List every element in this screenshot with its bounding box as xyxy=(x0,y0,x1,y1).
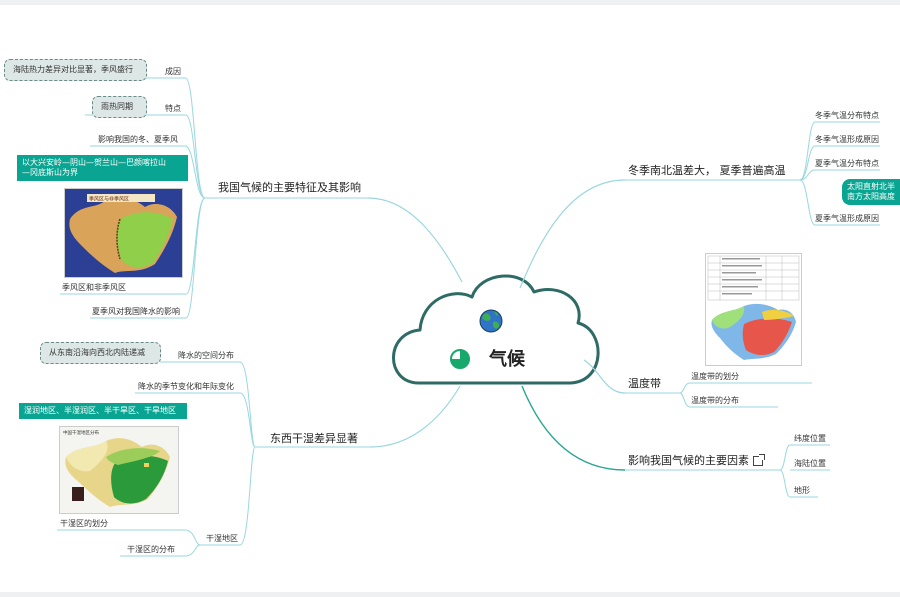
node-cause[interactable]: 成因 xyxy=(165,67,181,76)
note-boundary-line2: —冈底斯山为界 xyxy=(22,168,78,177)
monsoon-map-image[interactable]: 季风区与非季风区 xyxy=(64,188,183,278)
temperature-zone-image[interactable] xyxy=(705,253,802,366)
note-precip-spatial[interactable]: 从东南沿海向西北内陆递减 xyxy=(40,342,161,364)
node-climate-factors-label: 影响我国气候的主要因素 xyxy=(628,454,749,467)
pie-icon xyxy=(450,349,470,369)
node-summer-monsoon-rain[interactable]: 夏季风对我国降水的影响 xyxy=(92,307,180,316)
monsoon-map-title: 季风区与非季风区 xyxy=(89,196,129,203)
temperature-zone-graphic xyxy=(706,254,801,365)
node-temperature-zones[interactable]: 温度带 xyxy=(628,377,661,390)
note-sun-line1: 太阳直射北半 xyxy=(847,182,895,191)
node-precip-spatial[interactable]: 降水的空间分布 xyxy=(178,351,234,360)
node-temperature-features[interactable]: 冬季南北温差大， 夏季普遍高温 xyxy=(628,164,786,177)
node-dry-wet-region[interactable]: 干湿地区 xyxy=(206,534,238,543)
node-precip-seasonal[interactable]: 降水的季节变化和年际变化 xyxy=(138,382,234,391)
note-sun-angle[interactable]: 太阳直射北半 南方太阳高度 xyxy=(842,179,900,205)
dry-wet-map-image[interactable]: 中国干湿地区分布 xyxy=(59,426,179,514)
note-boundary[interactable]: 以大兴安岭—阴山—贺兰山—巴颜喀拉山 —冈底斯山为界 xyxy=(17,155,188,181)
dry-wet-map-graphic: 中国干湿地区分布 xyxy=(60,427,178,513)
node-winter-temp-cause[interactable]: 冬季气温形成原因 xyxy=(815,135,879,144)
top-strip xyxy=(0,0,900,5)
node-latitude[interactable]: 纬度位置 xyxy=(794,434,826,443)
monsoon-map-graphic: 季风区与非季风区 xyxy=(65,189,182,277)
node-climate-features[interactable]: 我国气候的主要特征及其影响 xyxy=(218,181,361,194)
central-title[interactable]: 气候 xyxy=(489,349,525,370)
node-climate-factors[interactable]: 影响我国气候的主要因素 xyxy=(628,454,765,468)
node-feature[interactable]: 特点 xyxy=(165,104,181,113)
node-dry-wet-division[interactable]: 干湿区的划分 xyxy=(60,519,108,528)
note-sun-line2: 南方太阳高度 xyxy=(847,192,895,201)
node-summer-temp-cause[interactable]: 夏季气温形成原因 xyxy=(815,214,879,223)
node-summer-temp-distribution[interactable]: 夏季气温分布特点 xyxy=(815,159,879,168)
bottom-strip xyxy=(0,592,900,597)
globe-icon xyxy=(479,309,503,333)
note-feature[interactable]: 雨热同期 xyxy=(92,96,147,118)
node-dry-wet-distribution[interactable]: 干湿区的分布 xyxy=(127,545,175,554)
dry-wet-map-title: 中国干湿地区分布 xyxy=(63,429,99,436)
note-boundary-line1: 以大兴安岭—阴山—贺兰山—巴颜喀拉山 xyxy=(22,158,166,167)
node-monsoon-zone[interactable]: 季风区和非季风区 xyxy=(62,283,126,292)
node-monsoon-influence[interactable]: 影响我国的冬、夏季风 xyxy=(98,135,178,144)
node-temp-zone-division[interactable]: 温度带的划分 xyxy=(691,372,739,381)
external-link-icon[interactable] xyxy=(753,454,765,466)
node-land-sea[interactable]: 海陆位置 xyxy=(794,459,826,468)
note-cause[interactable]: 海陆热力差异对比显著，季风盛行 xyxy=(4,59,147,81)
note-dry-wet-zones[interactable]: 湿润地区、半湿润区、半干旱区、干旱地区 xyxy=(19,403,187,419)
node-terrain[interactable]: 地形 xyxy=(794,486,810,495)
node-temp-zone-distribution[interactable]: 温度带的分布 xyxy=(691,396,739,405)
node-dry-wet-difference[interactable]: 东西干湿差异显著 xyxy=(270,432,358,445)
node-winter-temp-distribution[interactable]: 冬季气温分布特点 xyxy=(815,111,879,120)
